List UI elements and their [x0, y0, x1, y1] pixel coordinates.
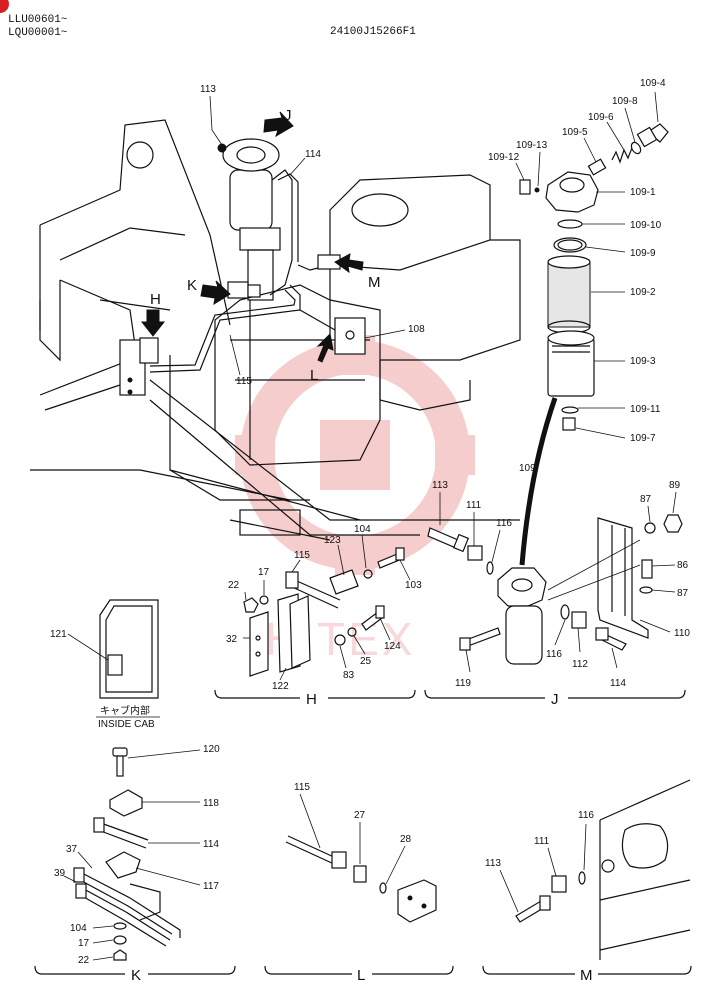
callout-109-9: 109-9 — [630, 248, 656, 259]
callout-115-L: 115 — [294, 782, 310, 793]
callout-109-11: 109-11 — [630, 404, 661, 415]
inside-cab-inset: 121 キャブ内部 INSIDE CAB — [50, 599, 160, 730]
callout-110: 110 — [674, 628, 690, 639]
callout-17-H: 17 — [258, 567, 270, 578]
view-M-drawing: 116 111 113 — [485, 779, 691, 960]
callout-32: 32 — [226, 634, 238, 645]
callout-109-10: 109-10 — [630, 220, 662, 231]
callout-109-8: 109-8 — [612, 96, 638, 107]
callout-109-7: 109-7 — [630, 433, 656, 444]
callout-113-J: 113 — [432, 480, 448, 491]
filter-109-exploded: 109-4 109-8 109-6 109-5 109-13 109-12 10… — [488, 78, 669, 444]
callout-109-6: 109-6 — [588, 112, 614, 123]
callout-116-M: 116 — [578, 810, 594, 821]
callout-115-main: 115 — [236, 376, 252, 387]
callout-109-3: 109-3 — [630, 356, 656, 367]
callout-124: 124 — [384, 641, 401, 652]
drawing-number: 24100J15266F1 — [330, 26, 416, 38]
callout-114-main: 114 — [305, 149, 321, 160]
callout-109-4: 109-4 — [640, 78, 666, 89]
serial-range-2: LQU00001~ — [8, 27, 68, 39]
callout-87-top: 87 — [640, 494, 652, 505]
callout-39: 39 — [54, 868, 66, 879]
callout-114-K: 114 — [203, 839, 219, 850]
section-label-M: M — [580, 967, 593, 984]
callout-17-K: 17 — [78, 938, 90, 949]
view-arrow-H: H — [150, 291, 161, 308]
callout-116-J-right: 116 — [546, 649, 562, 660]
callout-119: 119 — [455, 678, 471, 689]
callout-111-J: 111 — [466, 500, 482, 511]
callout-109-1: 109-1 — [630, 187, 656, 198]
callout-22-H: 22 — [228, 580, 240, 591]
view-J-drawing: 113 111 116 87 89 86 87 110 116 112 114 … — [427, 480, 690, 689]
callout-113-main: 113 — [200, 84, 216, 95]
view-arrow-L: L — [310, 367, 318, 384]
fuel-filter-assembly-main — [119, 138, 366, 396]
callout-111-M: 111 — [534, 836, 550, 847]
callout-37: 37 — [66, 844, 78, 855]
view-arrow-M: M — [368, 274, 381, 291]
callout-109-2: 109-2 — [630, 287, 656, 298]
leader-109 — [519, 397, 558, 566]
callout-108: 108 — [408, 324, 425, 335]
callout-123: 123 — [324, 535, 341, 546]
callout-120: 120 — [203, 744, 220, 755]
callout-109-12: 109-12 — [488, 152, 520, 163]
view-K-drawing: 120 118 114 37 39 117 104 17 22 — [54, 744, 220, 966]
callout-109-13: 109-13 — [516, 140, 548, 151]
callout-115-H: 115 — [294, 550, 310, 561]
section-label-K: K — [131, 967, 141, 984]
callout-87-bottom: 87 — [677, 588, 689, 599]
callout-117: 117 — [203, 881, 219, 892]
inside-cab-en: INSIDE CAB — [98, 719, 155, 730]
callout-109: 109 — [519, 463, 536, 474]
callout-89: 89 — [669, 480, 681, 491]
callout-83: 83 — [343, 670, 355, 681]
callout-103: 103 — [405, 580, 422, 591]
callout-118: 118 — [203, 798, 219, 809]
callout-22-K: 22 — [78, 955, 90, 966]
callout-28: 28 — [400, 834, 412, 845]
corner-marker — [0, 0, 9, 13]
section-label-J: J — [551, 691, 559, 708]
section-brackets-lower: K L M — [34, 965, 692, 984]
callout-113-M: 113 — [485, 858, 501, 869]
callout-25: 25 — [360, 656, 372, 667]
view-arrows: J K H M L — [140, 107, 381, 384]
view-arrow-K: K — [187, 277, 197, 294]
callout-116-J: 116 — [496, 518, 512, 529]
section-brackets-upper: H J — [214, 689, 686, 708]
callout-27: 27 — [354, 810, 366, 821]
callout-86: 86 — [677, 560, 689, 571]
main-view-callouts: 113 114 115 108 — [200, 84, 425, 387]
view-L-drawing: 115 27 28 — [285, 782, 437, 923]
inside-cab-jp: キャブ内部 — [100, 704, 150, 717]
callout-104-H: 104 — [354, 524, 371, 535]
serial-range-1: LLU00601~ — [8, 14, 68, 26]
view-arrow-J: J — [284, 107, 292, 124]
callout-104-K: 104 — [70, 923, 87, 934]
section-label-L: L — [357, 967, 365, 984]
callout-122: 122 — [272, 681, 289, 692]
section-label-H: H — [306, 691, 317, 708]
callout-109-5: 109-5 — [562, 127, 588, 138]
callout-121: 121 — [50, 629, 67, 640]
view-H-drawing: 123 104 115 22 17 103 32 124 25 83 122 — [226, 524, 422, 692]
callout-114-J: 114 — [610, 678, 626, 689]
watermark-gear-logo — [235, 335, 475, 575]
callout-112: 112 — [572, 659, 588, 670]
